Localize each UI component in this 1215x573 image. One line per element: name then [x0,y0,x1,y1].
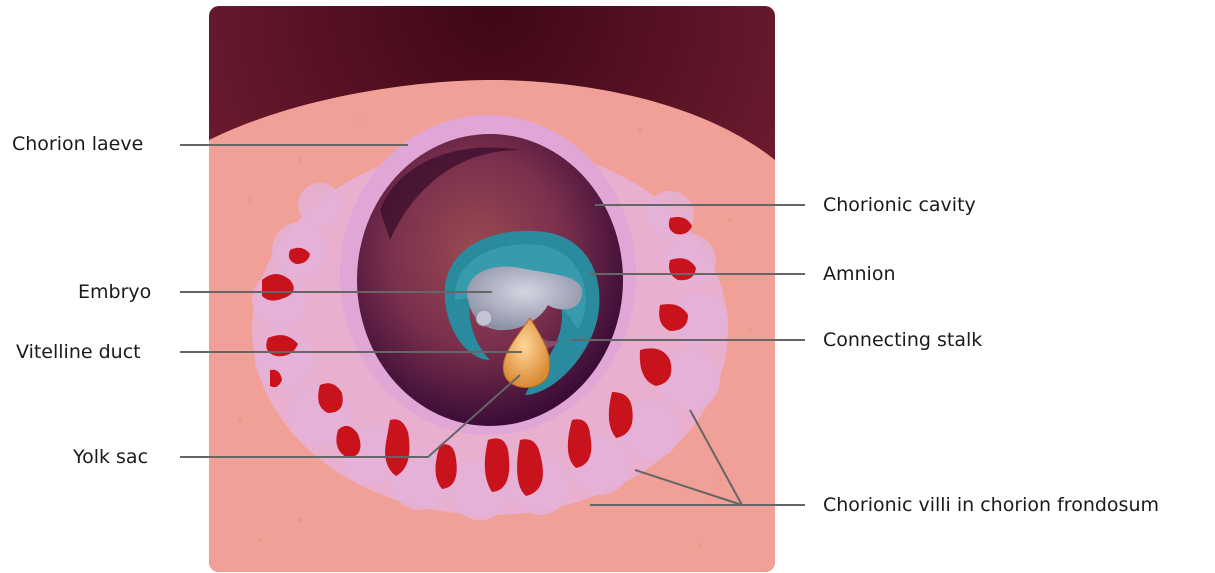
label-chorionic-villi: Chorionic villi in chorion frondosum [823,494,1159,516]
label-yolk-sac: Yolk sac [73,446,148,468]
label-chorion-laeve: Chorion laeve [12,133,143,155]
label-embryo: Embryo [78,281,151,303]
label-amnion: Amnion [823,263,896,285]
label-vitelline-duct: Vitelline duct [16,341,141,363]
label-chorionic-cavity: Chorionic cavity [823,194,976,216]
label-connecting-stalk: Connecting stalk [823,329,982,351]
